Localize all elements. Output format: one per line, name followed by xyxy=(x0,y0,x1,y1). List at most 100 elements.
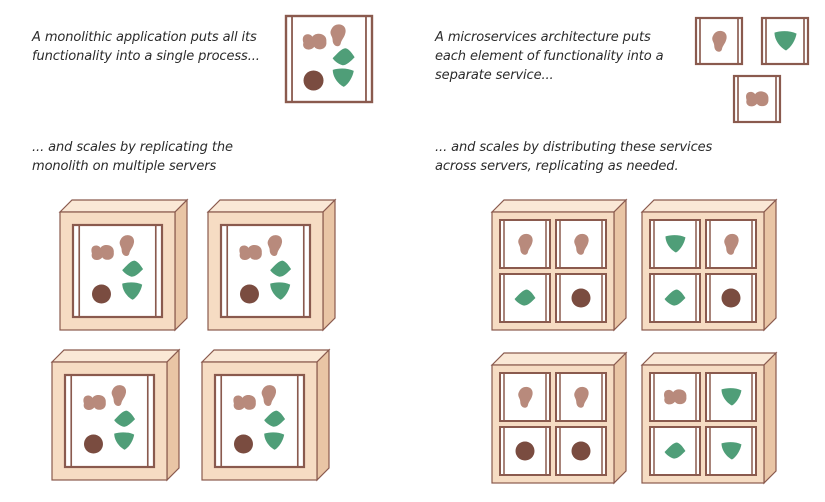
diamond-blob xyxy=(264,410,286,427)
microservice-server-3 xyxy=(490,351,628,485)
circle-blob xyxy=(515,441,535,461)
server-side-face xyxy=(613,198,627,332)
service-cell-circle xyxy=(555,426,607,476)
shield-blob xyxy=(264,432,285,450)
hook-blob xyxy=(111,385,127,407)
peanut-blob xyxy=(239,245,262,260)
caption-line: ... and scales by replicating the xyxy=(32,140,233,155)
panel-frame xyxy=(555,426,607,476)
diamond-blob xyxy=(122,260,144,277)
hook-blob xyxy=(119,235,135,257)
microservice-server-1 xyxy=(490,198,628,332)
shield-blob xyxy=(721,442,742,460)
service-cell-circle xyxy=(705,273,757,323)
server-top-face xyxy=(490,199,628,213)
shield-blob xyxy=(114,432,135,450)
service-cell-shield xyxy=(705,372,757,422)
hook-blob xyxy=(518,386,533,408)
service-cell-hook xyxy=(555,219,607,269)
shield-blob xyxy=(665,235,686,253)
shield-blob xyxy=(332,68,354,87)
hook-blob xyxy=(712,30,727,52)
diamond-blob xyxy=(514,289,536,306)
server-side-face xyxy=(763,351,777,485)
server-side-face xyxy=(174,198,188,332)
server-side-face xyxy=(166,348,180,482)
monolith-server-1 xyxy=(58,198,189,332)
peanut-blob xyxy=(91,245,114,260)
circle-blob xyxy=(239,284,259,304)
server-side-face xyxy=(613,351,627,485)
server-top-face xyxy=(640,352,778,366)
caption-line: ... and scales by distributing these ser… xyxy=(435,140,713,155)
caption-line: each element of functionality into a xyxy=(435,49,664,64)
hook-blob xyxy=(574,233,589,255)
server-top-face xyxy=(206,199,337,213)
diamond-blob xyxy=(114,410,136,427)
hook-blob xyxy=(518,233,533,255)
caption-monolith-intro: A monolithic application puts all its fu… xyxy=(32,28,260,66)
panel-frame xyxy=(732,74,782,124)
service-cell-circle xyxy=(555,273,607,323)
server-top-face xyxy=(640,199,778,213)
peanut-blob xyxy=(302,33,327,50)
caption-monolith-scale: ... and scales by replicating the monoli… xyxy=(32,138,233,176)
monolith-server-2 xyxy=(206,198,337,332)
panel-frame xyxy=(219,223,312,319)
panel-frame xyxy=(284,14,374,104)
microservices-single xyxy=(694,16,810,124)
panel-frame xyxy=(71,223,164,319)
server-side-face xyxy=(763,198,777,332)
shield-blob xyxy=(721,388,742,406)
peanut-blob xyxy=(233,395,256,410)
service-hook xyxy=(694,16,744,66)
server-top-face xyxy=(490,352,628,366)
caption-line: functionality into a single process... xyxy=(32,49,260,64)
caption-line: A monolithic application puts all its xyxy=(32,30,257,45)
caption-micro-scale: ... and scales by distributing these ser… xyxy=(435,138,712,176)
peanut-blob xyxy=(664,389,687,405)
hook-blob xyxy=(574,386,589,408)
peanut-blob xyxy=(746,91,769,107)
hook-blob xyxy=(261,385,277,407)
microservice-server-2 xyxy=(640,198,778,332)
service-cell-diamond xyxy=(649,426,701,476)
caption-micro-intro: A microservices architecture puts each e… xyxy=(435,28,664,85)
service-cell-circle xyxy=(499,426,551,476)
hook-blob xyxy=(724,233,739,255)
service-cell-peanut xyxy=(649,372,701,422)
shield-blob xyxy=(774,31,797,51)
circle-blob xyxy=(571,441,591,461)
monolith-single xyxy=(284,14,374,104)
circle-blob xyxy=(83,434,103,454)
caption-line: across servers, replicating as needed. xyxy=(435,159,679,174)
microservice-server-4 xyxy=(640,351,778,485)
service-cell-shield xyxy=(649,219,701,269)
monolith-server-4 xyxy=(200,348,331,482)
caption-line: monolith on multiple servers xyxy=(32,159,217,174)
diamond-blob xyxy=(332,48,355,66)
circle-blob xyxy=(721,288,741,308)
server-top-face xyxy=(50,349,181,363)
server-side-face xyxy=(316,348,330,482)
circle-blob xyxy=(303,70,324,91)
diamond-blob xyxy=(270,260,292,277)
monolith-server-3 xyxy=(50,348,181,482)
panel-frame xyxy=(63,373,156,469)
circle-blob xyxy=(91,284,111,304)
service-cell-hook xyxy=(499,219,551,269)
service-cell-diamond xyxy=(649,273,701,323)
service-cell-shield xyxy=(705,426,757,476)
server-top-face xyxy=(58,199,189,213)
panel-frame xyxy=(213,373,306,469)
service-shield xyxy=(760,16,810,66)
diamond-blob xyxy=(664,442,686,459)
circle-blob xyxy=(233,434,253,454)
server-side-face xyxy=(322,198,336,332)
service-peanut xyxy=(732,74,782,124)
diamond-blob xyxy=(664,289,686,306)
service-cell-hook xyxy=(499,372,551,422)
shield-blob xyxy=(122,282,143,300)
